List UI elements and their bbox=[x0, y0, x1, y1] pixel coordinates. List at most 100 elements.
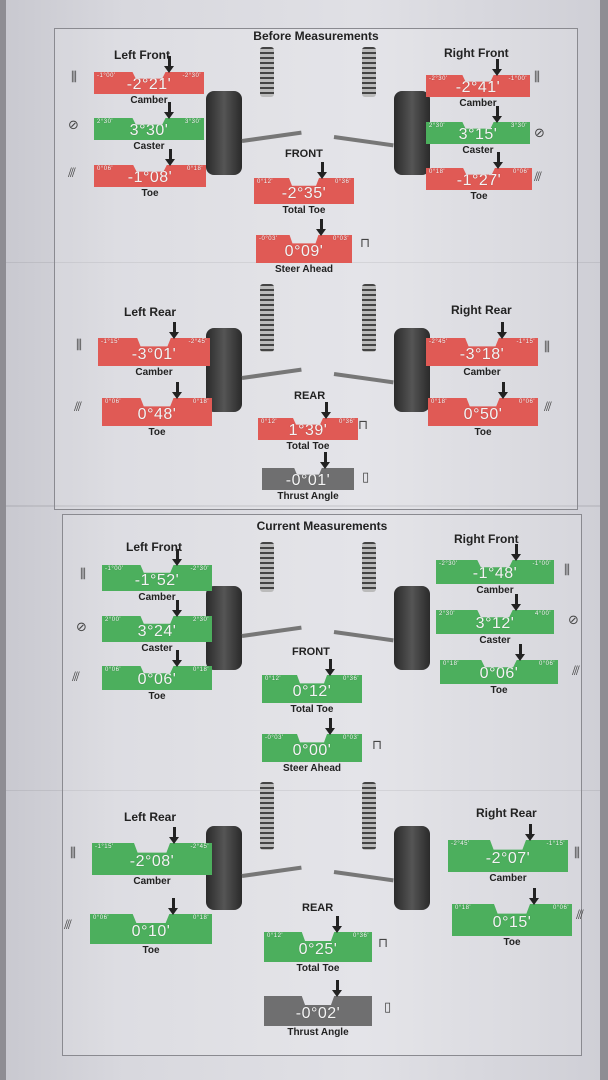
left-spring-illustration bbox=[260, 47, 274, 97]
gauge-label: Camber bbox=[130, 95, 168, 106]
gauge-min-limit: -1°15' bbox=[95, 844, 114, 850]
thrust-angle-gauge: -0°02'Thrust Angle bbox=[264, 980, 372, 1042]
gauge-max-limit: -2°45' bbox=[188, 339, 207, 345]
wheel-toe-icon: ⫻ bbox=[64, 918, 72, 933]
gauge-max-limit: 3°30' bbox=[184, 119, 201, 125]
gauge-min-limit: 2°30' bbox=[429, 123, 446, 129]
gauge-max-limit: 0°06' bbox=[538, 661, 555, 667]
gauge-bar: 0°12'0°12'0°36' bbox=[262, 675, 362, 703]
gauge-max-limit: 0°06' bbox=[518, 399, 535, 405]
rf-toe-gauge: 0°06'0°18'0°06'Toe bbox=[440, 644, 558, 700]
wheel-toe-icon: ⫻ bbox=[68, 166, 76, 181]
gauge-min-limit: 0°12' bbox=[265, 676, 282, 682]
wheel-caster-icon: ⊘ bbox=[568, 613, 579, 628]
gauge-bar: 3°15'2°30'3°30' bbox=[426, 122, 530, 144]
lr-header: Left Rear bbox=[124, 305, 177, 319]
total-toe-icon: ⊓ bbox=[358, 418, 369, 433]
rear-total-toe-gauge: 1°39'0°12'0°36'Total Toe bbox=[258, 402, 358, 456]
rear-total-toe-gauge: 0°25'0°12'0°36'Total Toe bbox=[264, 916, 372, 978]
right-spring-illustration bbox=[362, 542, 376, 592]
left-spring-illustration bbox=[260, 542, 274, 592]
wheel-toe-icon: ⫻ bbox=[572, 664, 580, 679]
gauge-value: -2°35' bbox=[281, 184, 327, 202]
gauge-label: Camber bbox=[489, 873, 527, 884]
gauge-min-limit: -2°30' bbox=[439, 561, 458, 567]
gauge-value: 0°06' bbox=[479, 665, 519, 682]
gauge-value: 0°00' bbox=[292, 741, 332, 759]
gauge-label: Toe bbox=[148, 427, 166, 438]
gauge-max-limit: -2°45' bbox=[190, 844, 209, 850]
right-wheel-illustration bbox=[394, 328, 430, 412]
gauge-label: Toe bbox=[474, 427, 492, 438]
gauge-bar: -1°27'0°18'0°06' bbox=[426, 168, 532, 190]
gauge-label: Camber bbox=[459, 98, 497, 109]
gauge-value: 0°15' bbox=[492, 914, 532, 931]
lr-camber-gauge: -2°08'-1°15'-2°45'Camber bbox=[92, 827, 212, 891]
lf-toe-gauge: -1°08'0°06'0°18'Toe bbox=[94, 149, 206, 203]
right-spring-illustration bbox=[362, 47, 376, 97]
gauge-value: -1°52' bbox=[134, 571, 180, 589]
gauge-label: Steer Ahead bbox=[275, 264, 333, 275]
gauge-min-limit: -1°15' bbox=[101, 339, 120, 345]
steer-ahead-icon: ⊓ bbox=[372, 738, 383, 753]
rr-camber-gauge: -3°18'-2°45'-1°15'Camber bbox=[426, 322, 538, 382]
front-axle-label: FRONT bbox=[292, 646, 330, 658]
gauge-min-limit: -1°00' bbox=[105, 566, 124, 572]
gauge-max-limit: 0°18' bbox=[192, 667, 209, 673]
rf-caster-gauge: 3°12'2°30'4°00'Caster bbox=[436, 594, 554, 650]
gauge-value: -3°18' bbox=[459, 345, 505, 363]
rr-camber-gauge: -2°07'-2°45'-1°15'Camber bbox=[448, 824, 568, 888]
gauge-bar: 0°48'0°06'0°18' bbox=[102, 398, 212, 426]
wheel-camber-icon: ⫼ bbox=[80, 567, 86, 582]
gauge-bar: -2°21'-1°00'-2°30' bbox=[94, 72, 204, 94]
gauge-max-limit: 0°06' bbox=[552, 905, 569, 911]
gauge-value: -2°41' bbox=[455, 79, 501, 96]
lf-header: Left Front bbox=[114, 48, 170, 62]
gauge-value: -2°21' bbox=[126, 76, 172, 93]
gauge-max-limit: -1°15' bbox=[516, 339, 535, 345]
gauge-min-limit: 0°06' bbox=[105, 399, 122, 405]
gauge-bar: -2°07'-2°45'-1°15' bbox=[448, 840, 568, 872]
gauge-min-limit: -0°03' bbox=[265, 735, 284, 741]
gauge-max-limit: 3°30' bbox=[510, 123, 527, 129]
right-wheel-illustration bbox=[394, 91, 430, 175]
gauge-bar: -2°41'-2°30'-1°00' bbox=[426, 75, 530, 97]
front-axle-label: FRONT bbox=[285, 148, 323, 160]
total-toe-gauge: 0°12'0°12'0°36'Total Toe bbox=[262, 659, 362, 719]
gauge-bar: 0°25'0°12'0°36' bbox=[264, 932, 372, 962]
gauge-max-limit: 0°36' bbox=[342, 676, 359, 682]
gauge-bar: -3°01'-1°15'-2°45' bbox=[98, 338, 210, 366]
gauge-min-limit: 2°30' bbox=[439, 611, 456, 617]
gauge-label: Total Toe bbox=[290, 704, 334, 715]
gauge-max-limit: 0°03' bbox=[332, 236, 349, 242]
section-title: Before Measurements bbox=[253, 29, 379, 43]
gauge-value: 0°25' bbox=[298, 940, 338, 958]
right-spring-illustration bbox=[362, 782, 376, 850]
gauge-label: Camber bbox=[476, 585, 514, 596]
gauge-bar: -2°35'0°12'0°36' bbox=[254, 178, 354, 204]
gauge-label: Total Toe bbox=[282, 205, 326, 216]
total-toe-icon: ⊓ bbox=[378, 936, 389, 951]
wheel-toe-icon: ⫻ bbox=[74, 400, 82, 415]
gauge-max-limit: 0°18' bbox=[192, 399, 209, 405]
wheel-toe-icon: ⫻ bbox=[576, 908, 584, 923]
fold-crease bbox=[6, 790, 600, 791]
lf-caster-gauge: 3°24'2°00'2°30'Caster bbox=[102, 600, 212, 658]
gauge-max-limit: -1°15' bbox=[546, 841, 565, 847]
section-title: Current Measurements bbox=[256, 519, 388, 533]
gauge-max-limit: 4°00' bbox=[534, 611, 551, 617]
rr-header: Right Rear bbox=[476, 806, 537, 820]
thrust-angle-icon: ▯ bbox=[384, 1000, 392, 1015]
gauge-value: 1°39' bbox=[288, 422, 328, 439]
steer-ahead-gauge: 0°00'-0°03'0°03'Steer Ahead bbox=[262, 718, 362, 778]
rr-toe-gauge: 0°15'0°18'0°06'Toe bbox=[452, 888, 572, 952]
gauge-value: 0°50' bbox=[463, 405, 503, 423]
thrust-angle-gauge: -0°01'Thrust Angle bbox=[262, 452, 354, 506]
before-measurements-section: Before Measurements bbox=[54, 28, 578, 510]
gauge-bar: 0°06'0°18'0°06' bbox=[440, 660, 558, 684]
gauge-min-limit: 0°12' bbox=[261, 419, 278, 425]
gauge-value: 0°06' bbox=[137, 671, 177, 688]
wheel-toe-icon: ⫻ bbox=[534, 170, 542, 185]
gauge-value: -1°27' bbox=[456, 172, 502, 189]
gauge-min-limit: 0°06' bbox=[105, 667, 122, 673]
